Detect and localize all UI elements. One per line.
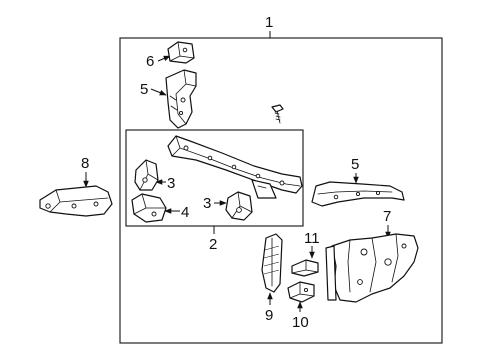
callout-6: 6 (146, 53, 154, 70)
part-3-center-mount (225, 191, 253, 221)
bolt (271, 104, 284, 124)
part-4-bracket (131, 193, 167, 223)
callout-4: 4 (181, 204, 189, 221)
part-9-vertical-strip (261, 233, 283, 293)
callout-10: 10 (292, 314, 309, 331)
leader-5a (150, 88, 167, 96)
part-6-bracket (167, 41, 195, 64)
callout-8: 8 (81, 155, 89, 172)
cross-member (167, 135, 303, 199)
callout-1: 1 (265, 14, 273, 31)
leader-6 (157, 55, 171, 62)
part-5-right-side-member (311, 181, 405, 207)
callout-5-right: 5 (351, 156, 359, 173)
callout-5-upper: 5 (140, 81, 148, 98)
part-7-side-panel (325, 233, 419, 303)
callout-3-left: 3 (167, 175, 175, 192)
callout-7: 7 (383, 208, 391, 225)
callout-3-center: 3 (203, 195, 211, 212)
part-8-left-bracket (39, 185, 113, 217)
assembly-frame (119, 37, 443, 344)
callout-9: 9 (265, 307, 273, 324)
part-10-bracket (287, 281, 315, 303)
callout-11: 11 (304, 230, 320, 247)
part-5-upper-reinforcement (165, 69, 197, 129)
part-3-left-mount (134, 159, 159, 191)
callout-2: 2 (209, 236, 217, 253)
part-11-clip (291, 259, 319, 277)
